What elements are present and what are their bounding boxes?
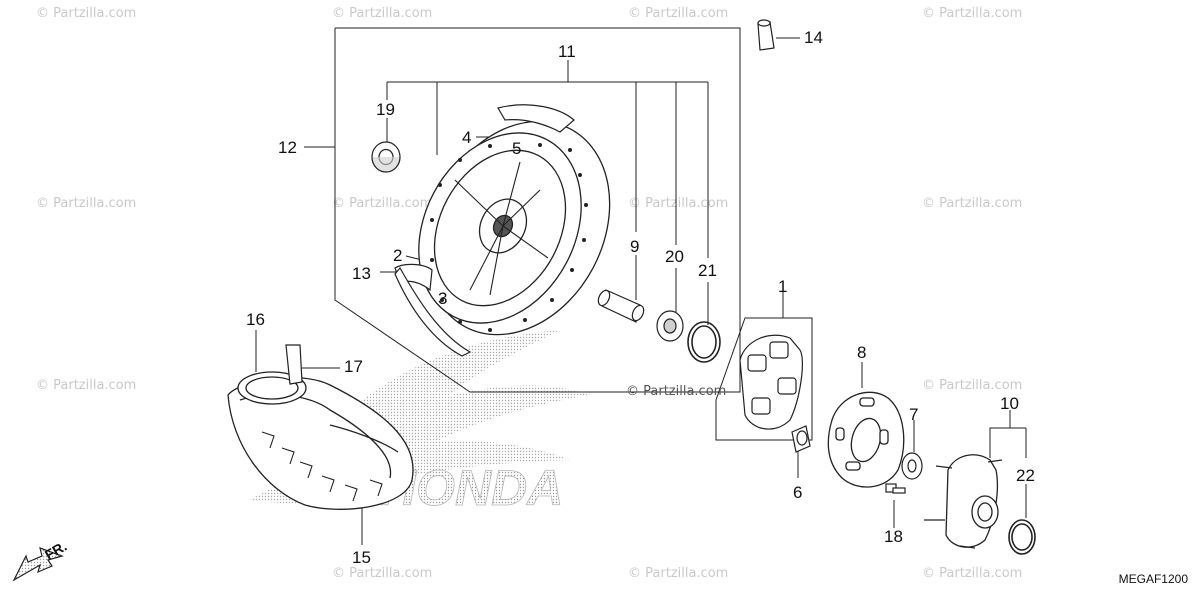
- callout-8[interactable]: 8: [857, 343, 867, 362]
- callout-3[interactable]: 3: [438, 289, 448, 308]
- callout-1[interactable]: 1: [778, 277, 788, 296]
- callout-17[interactable]: 17: [344, 357, 363, 376]
- callout-7[interactable]: 7: [909, 405, 919, 424]
- watermark: © Partzilla.com: [628, 566, 729, 581]
- callout-16[interactable]: 16: [246, 310, 265, 329]
- sprocket-plate-8: [827, 391, 905, 488]
- callout-13[interactable]: 13: [352, 264, 371, 283]
- center-watermark: © Partzilla.com: [626, 384, 727, 399]
- watermark: © Partzilla.com: [36, 196, 137, 211]
- tire-strip-13: [394, 266, 472, 357]
- watermark: © Partzilla.com: [36, 6, 137, 21]
- callout-5[interactable]: 5: [512, 139, 522, 158]
- bearing-19: [371, 141, 401, 173]
- washer-7: [901, 452, 923, 480]
- o-ring-22: [1008, 519, 1036, 555]
- callout-10[interactable]: 10: [1000, 394, 1019, 413]
- callout-19[interactable]: 19: [376, 100, 395, 119]
- watermark: © Partzilla.com: [36, 378, 137, 393]
- watermark: © Partzilla.com: [628, 196, 729, 211]
- watermark: © Partzilla.com: [922, 566, 1023, 581]
- watermark: © Partzilla.com: [332, 196, 433, 211]
- watermark: © Partzilla.com: [922, 6, 1023, 21]
- wheel-assembly-frame: [334, 27, 741, 393]
- callout-21[interactable]: 21: [698, 261, 717, 280]
- bracket-11: [386, 60, 709, 258]
- diagram-code: MEGAF1200: [1118, 572, 1188, 586]
- callout-22[interactable]: 22: [1016, 466, 1035, 485]
- collar-6: [791, 425, 811, 453]
- final-driven-flange-10: [924, 454, 1003, 549]
- damper-rubber-1: [739, 334, 803, 430]
- watermark: © Partzilla.com: [332, 566, 433, 581]
- watermark: © Partzilla.com: [922, 378, 1023, 393]
- callout-4[interactable]: 4: [462, 128, 472, 147]
- rim-band-17: [285, 344, 303, 385]
- watermark: © Partzilla.com: [332, 6, 433, 21]
- callout-15[interactable]: 15: [352, 548, 371, 567]
- oil-seal-21: [687, 321, 721, 363]
- valve-cap-14: [757, 19, 775, 51]
- callout-11[interactable]: 11: [558, 42, 576, 61]
- watermark: © Partzilla.com: [628, 6, 729, 21]
- callout-9[interactable]: 9: [630, 237, 640, 256]
- collar-9: [597, 289, 645, 323]
- callout-18[interactable]: 18: [884, 527, 903, 546]
- bolt-18: [885, 483, 906, 494]
- callout-12[interactable]: 12: [278, 138, 297, 157]
- callout-14[interactable]: 14: [804, 28, 823, 47]
- front-direction-arrow: [12, 547, 64, 582]
- watermark: © Partzilla.com: [922, 196, 1023, 211]
- callout-2[interactable]: 2: [393, 246, 403, 265]
- bearing-20: [656, 310, 684, 342]
- callout-20[interactable]: 20: [665, 247, 684, 266]
- weight-4: [497, 104, 575, 133]
- callout-6[interactable]: 6: [793, 483, 803, 502]
- rear-wheel: [418, 120, 611, 336]
